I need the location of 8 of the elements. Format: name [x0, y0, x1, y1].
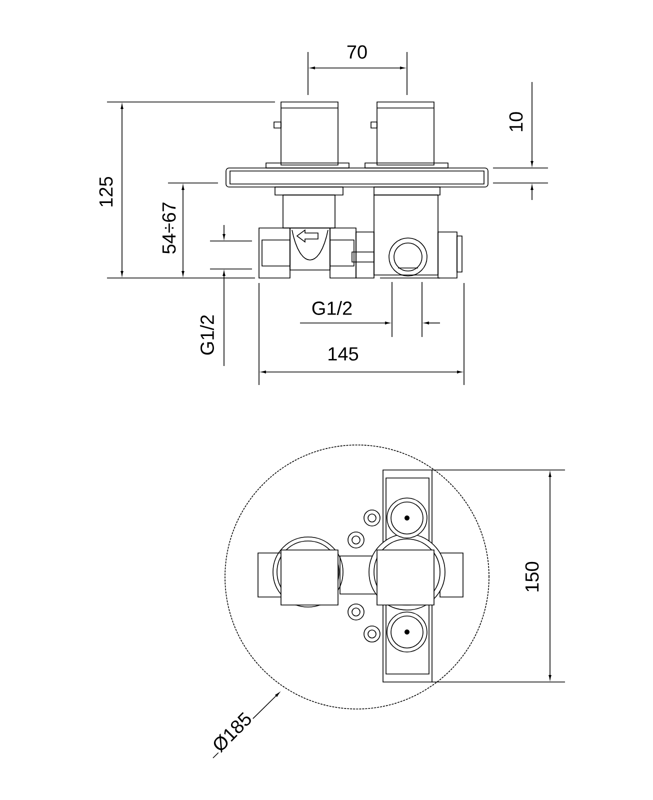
dimension-label: 54÷67 [161, 200, 177, 256]
dimension-label: 145 [326, 346, 360, 362]
dimension-label: 70 [345, 44, 369, 60]
dimension-label: 125 [98, 175, 114, 209]
dimension-label: 10 [508, 110, 524, 134]
dimension-label: 150 [524, 560, 540, 594]
dimension-label: G1/2 [310, 300, 354, 316]
dimension-label: G1/2 [199, 313, 215, 357]
